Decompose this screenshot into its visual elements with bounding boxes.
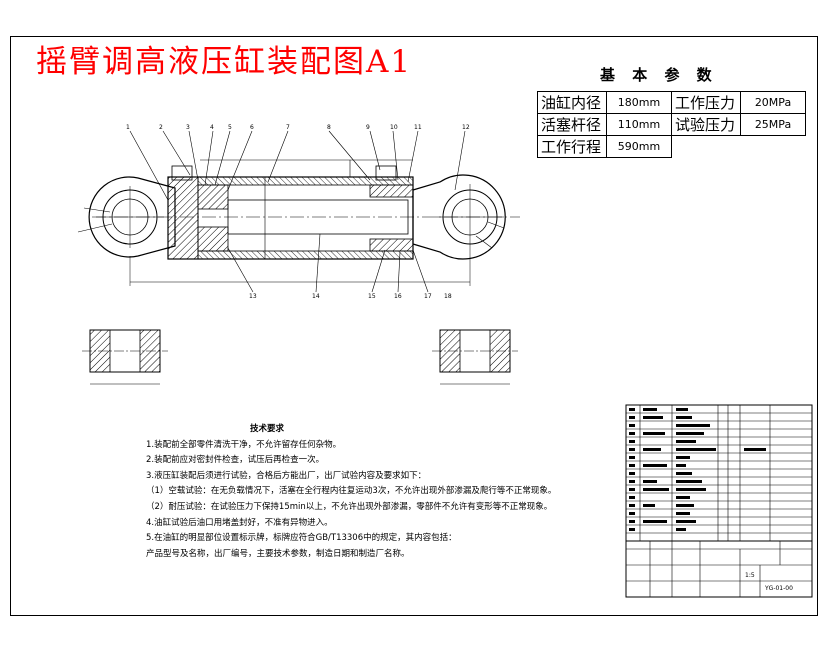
balloon-label: 10 [390,124,398,131]
technical-requirements: 技术要求 1.装配前全部零件清洗干净，不允许留存任何杂物。 2.装配前应对密封件… [146,422,556,562]
balloon-label: 13 [249,293,257,300]
parameters-heading: 基 本 参 数 [600,66,718,84]
param-key: 试验压力 [671,113,741,136]
parameter-row: 油缸内径 180mm 工作压力 20MPa [537,91,806,114]
detail-view-left [82,329,168,385]
balloon-label: 15 [368,293,376,300]
parameter-row: 工作行程 590mm [537,135,806,158]
balloon-label: 8 [327,124,331,131]
note-item: 产品型号及名称，出厂编号，主要技术参数，制造日期和制造厂名称。 [146,548,410,559]
balloon-label: 12 [462,124,470,131]
note-item: 4.油缸试验后油口用堵盖封好，不准有异物进入。 [146,517,333,528]
cylinder-barrel [167,160,414,260]
balloon-label: 1 [126,124,130,131]
note-item: 2.装配前应对密封件检查，试压后再检查一次。 [146,455,325,466]
balloon-label: 6 [250,124,254,131]
parameter-row: 活塞杆径 110mm 试验压力 25MPa [537,113,806,136]
balloon-label: 7 [286,124,290,131]
balloon-label: 3 [186,124,190,131]
balloon-label: 17 [424,293,432,300]
balloon-label: 11 [414,124,422,131]
note-item: （2）耐压试验：在试验压力下保持15min以上，不允许出现外部渗漏，零部件不允许… [146,501,553,512]
note-item: 1.装配前全部零件清洗干净，不允许留存任何杂物。 [146,439,342,450]
balloon-label: 5 [228,124,232,131]
param-key: 工作行程 [537,135,607,158]
param-value: 25MPa [740,113,806,136]
bom-row-marks [629,408,766,531]
drawing-title: 摇臂调高液压缸装配图A1 [36,44,413,80]
drawing-number: YG-01-00 [764,585,793,592]
right-rod-eye [412,174,506,260]
left-rod-eye [88,176,176,258]
note-item: （1）空载试验：在无负载情况下，活塞在全行程内往复运动3次，不允许出现外部渗漏及… [146,486,557,497]
param-value: 20MPa [740,91,806,114]
note-item: 3.液压缸装配后须进行试验，合格后方能出厂，出厂试验内容及要求如下： [146,470,427,481]
balloon-label: 16 [394,293,402,300]
note-item: 5.在油缸的明显部位设置标示牌，标牌应符合GB/T13306中的规定，其内容包括… [146,533,457,544]
detail-view-right [432,329,518,385]
leader-lines [77,130,505,293]
param-key: 油缸内径 [537,91,607,114]
notes-heading: 技术要求 [250,424,285,434]
balloon-label: 2 [159,124,163,131]
part-balloons: 1 2 3 4 5 6 7 8 9 10 11 12 13 14 15 16 1… [126,124,470,300]
balloon-label: 9 [366,124,370,131]
scale-value: 1:5 [745,572,755,579]
parameters-table: 油缸内径 180mm 工作压力 20MPa 活塞杆径 110mm 试验压力 25… [537,91,806,158]
bill-of-materials [625,404,813,542]
param-value: 590mm [606,135,672,158]
balloon-label: 14 [312,293,320,300]
param-key: 活塞杆径 [537,113,607,136]
balloon-label: 4 [210,124,214,131]
title-block [625,540,813,598]
drawing-border [10,36,818,616]
balloon-label: 18 [444,293,452,300]
